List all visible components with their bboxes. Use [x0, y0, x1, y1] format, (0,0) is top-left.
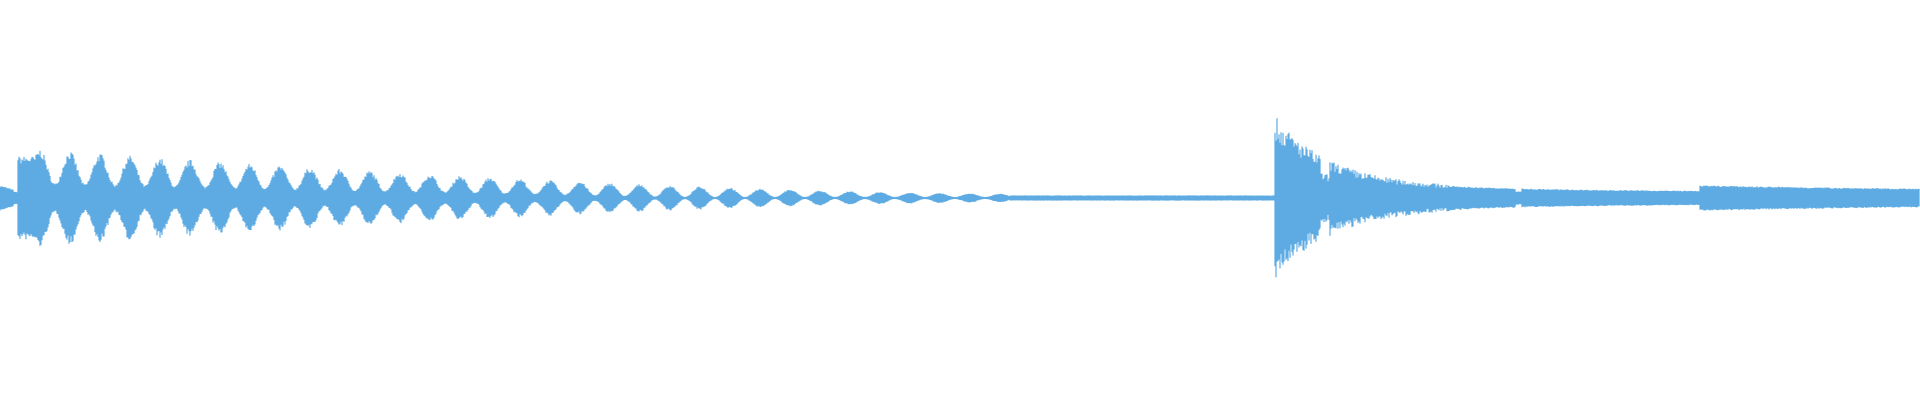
waveform-shape	[0, 118, 1920, 278]
